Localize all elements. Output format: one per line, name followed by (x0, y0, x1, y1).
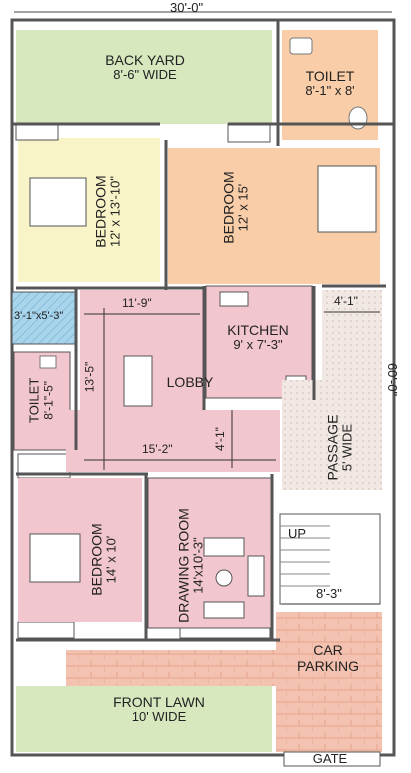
passage-area (282, 380, 322, 490)
kitchen-name: KITCHEN (227, 322, 289, 338)
drawing-room-name: DRAWING ROOM (175, 508, 192, 623)
toilet-top-label: TOILET 8'-1" x 8' (288, 68, 372, 99)
passage-name: PASSAGE (324, 414, 341, 481)
toilet-top-name: TOILET (305, 68, 355, 84)
front-lawn-name: FRONT LAWN (113, 694, 205, 710)
wc-icon (348, 106, 368, 130)
sofa-icon (203, 601, 245, 619)
bed-left-top-icon (29, 177, 87, 227)
overall-depth-label: 60'-0" (385, 362, 401, 397)
shaft-dimension: 3'-1"x5'-3" (14, 310, 64, 322)
overall-width-label: 30'-0" (170, 0, 204, 15)
lobby-width-dimension: 11'-9" (122, 296, 152, 310)
passage-label: PASSAGE 5' WIDE (324, 408, 355, 488)
gate-icon (283, 751, 381, 767)
stair-up-label: UP (288, 526, 307, 541)
toilet-left-label: TOILET 8'-1"-5" (26, 362, 57, 438)
back-yard-area (16, 30, 272, 124)
stove-icon (219, 291, 249, 307)
washbasin-icon (289, 37, 313, 55)
window-icon (227, 123, 271, 143)
passage-width-dimension: 4'-1" (334, 294, 358, 308)
car-parking-label: CAR PARKING (286, 642, 370, 674)
lobby-lower-width-dimension: 15'-2" (142, 442, 173, 456)
car-parking-line1: CAR (313, 642, 343, 658)
sofa-icon (247, 555, 265, 597)
shaft-area (11, 291, 77, 345)
bedroom-left-top-size: 12' x 13'-10" (107, 176, 123, 248)
parking-width-dimension: 8'-3" (316, 586, 342, 601)
lobby-name: LOBBY (166, 374, 214, 390)
kitchen-size: 9' x 7'-3" (233, 337, 283, 353)
bed-bottom-icon (29, 533, 81, 583)
bedroom-right-top-label: BEDROOM 12' x 15' (220, 158, 251, 258)
kitchen-label: KITCHEN 9' x 7'-3" (212, 322, 304, 353)
dining-table-icon (123, 355, 153, 407)
drawing-room-size: 14'x10'-3" (190, 537, 206, 594)
window-icon (17, 621, 75, 639)
window-icon (15, 123, 59, 141)
bedroom-bottom-size: 14' x 10' (103, 535, 119, 584)
dimension-lines (84, 308, 380, 605)
porch-area (66, 650, 278, 686)
car-parking-area (276, 612, 382, 752)
back-yard-size: 8'-6" WIDE (113, 67, 177, 83)
back-yard-name: BACK YARD (105, 52, 185, 68)
staircase-icon (279, 513, 381, 605)
toilet-left-name: TOILET (26, 377, 42, 424)
bedroom-left-top-label: BEDROOM 12' x 13'-10" (92, 152, 123, 272)
toilet-top-size: 8'-1" x 8' (305, 83, 355, 99)
kitchen-gap-dimension: 4'-1" (212, 427, 227, 451)
toilet-left-size: 8'-1"-5" (41, 380, 56, 420)
front-lawn-label: FRONT LAWN 10' WIDE (84, 694, 234, 725)
front-lawn-size: 10' WIDE (131, 709, 187, 725)
bedroom-bottom-label: BEDROOM 14' x 10' (88, 510, 119, 610)
coffee-table-icon (215, 569, 233, 587)
passage-size: 5' WIDE (339, 423, 355, 472)
lobby-lower-area (66, 410, 280, 472)
front-lawn-area (16, 686, 272, 752)
bedroom-left-top-name: BEDROOM (92, 175, 109, 248)
lobby-depth-dimension: 13'-5" (82, 361, 97, 393)
bedroom-right-top-size: 12' x 15' (235, 183, 251, 232)
passage-area (322, 290, 382, 490)
washbasin-icon (39, 355, 57, 369)
walls (12, 20, 394, 642)
gate-name: GATE (312, 751, 348, 766)
back-yard-label: BACK YARD 8'-6" WIDE (70, 52, 220, 83)
drawing-room-label: DRAWING ROOM 14'x10'-3" (175, 501, 206, 631)
car-parking-line2: PARKING (297, 658, 359, 675)
bedroom-bottom-name: BEDROOM (88, 523, 105, 596)
bed-right-top-icon (317, 165, 377, 233)
sofa-icon (203, 537, 245, 557)
bedroom-right-top-name: BEDROOM (220, 171, 237, 244)
lobby-label: LOBBY (160, 374, 220, 390)
gate-label: GATE (300, 751, 360, 767)
